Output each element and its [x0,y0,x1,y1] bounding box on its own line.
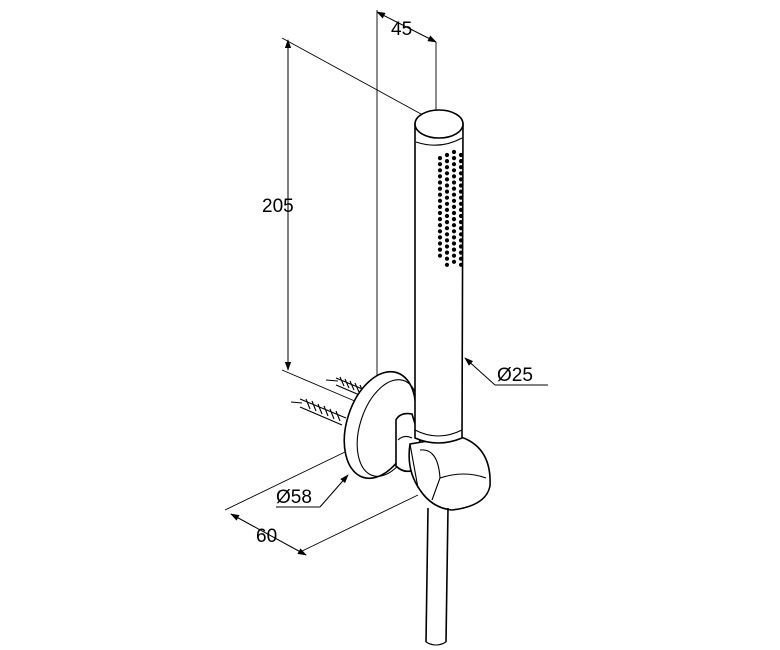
nozzle-dot [437,235,443,240]
extension-line-60-right [297,494,419,554]
nozzle-dot [458,232,464,237]
nozzle-dot [437,186,443,191]
nozzle-dot [458,201,464,206]
dimension-line-45 [376,11,437,43]
extension-line-205-top [281,37,433,121]
nozzle-dot [451,156,457,161]
nozzle-dot [444,213,450,219]
leader-line-d58 [319,474,349,508]
nozzle-dot [451,241,457,246]
nozzle-dot [437,241,443,246]
nozzle-dot [444,226,450,231]
nozzle-dot [451,259,457,264]
nozzle-dot [451,180,457,185]
nozzle-dot [458,152,464,158]
nozzle-dot [437,168,443,173]
nozzle-dot [458,220,464,225]
leader-line-d25 [464,357,496,386]
nozzle-dot [437,229,443,234]
dimension-label-d58: Ø58 [276,487,312,508]
nozzle-dot [444,195,450,200]
nozzle-dot [437,217,443,222]
nozzle-dot [437,204,443,209]
shower-hose [425,507,449,646]
nozzle-dot [458,207,464,212]
nozzle-dot [451,217,457,222]
nozzle-dot [458,177,464,182]
nozzle-dot [437,210,443,216]
lower-screw [290,398,347,426]
dimension-205: 205 [262,37,433,403]
nozzle-dot [458,244,464,249]
nozzle-dot [444,250,450,255]
handle-holder [408,435,491,511]
nozzle-dot [451,168,457,173]
nozzle-dot [444,220,450,225]
dimension-d58: Ø58 [276,474,349,508]
dimension-label-45: 45 [391,19,412,40]
dimension-label-d25: Ø25 [497,365,533,386]
nozzle-dot [458,226,464,231]
spray-nozzles [437,149,464,267]
nozzle-dot [451,223,457,228]
dimension-label-60: 60 [256,526,277,547]
nozzle-dot [444,201,450,206]
nozzle-dot [444,207,450,212]
nozzle-dot [444,232,450,237]
nozzle-dot [444,165,450,170]
wall-screws [290,376,373,426]
nozzle-dot [458,238,464,243]
nozzle-dot [458,195,464,200]
nozzle-dot [451,235,457,240]
nozzle-dot [444,171,450,176]
nozzle-dot [451,247,457,252]
nozzle-dot [437,180,443,185]
nozzle-dot [451,174,457,179]
hand-shower [414,109,464,444]
nozzle-dot [437,223,443,228]
nozzle-dot [444,244,450,249]
nozzle-dot [437,253,443,258]
nozzle-dot [444,238,450,243]
nozzle-dot [437,156,443,161]
nozzle-dot [444,152,450,158]
nozzle-dot [437,192,443,197]
dimension-label-205: 205 [262,196,294,217]
nozzle-dot [458,262,464,267]
nozzle-dot [444,256,450,261]
nozzle-dot [458,171,464,176]
nozzle-dot [437,174,443,179]
nozzle-dot [458,213,464,219]
nozzle-dot [451,192,457,197]
dimension-60: 60 [224,451,419,556]
nozzle-dot [444,183,450,188]
nozzle-dot [451,210,457,216]
nozzle-dot [444,159,450,164]
nozzle-dot [458,189,464,194]
dimension-d25: Ø25 [464,357,548,386]
nozzle-dot [437,247,443,252]
nozzle-dot [437,198,443,203]
dimension-45: 45 [376,10,437,375]
nozzle-dot [458,183,464,188]
nozzle-dot [444,189,450,194]
nozzle-dot [451,162,457,167]
nozzle-dot [437,162,443,167]
nozzle-dot [451,149,457,155]
nozzle-dot [458,250,464,255]
nozzle-dot [451,198,457,203]
nozzle-dot [451,186,457,191]
nozzle-dot [444,177,450,182]
extension-line-205-bottom [281,369,358,403]
nozzle-dot [444,262,450,267]
nozzle-dot [451,253,457,258]
extension-line-60-left [224,451,346,511]
dimension-line-60 [230,513,307,556]
nozzle-dot [458,165,464,170]
nozzle-dot [458,159,464,164]
nozzle-dot [451,229,457,234]
nozzle-dot [451,204,457,209]
nozzle-dot [458,256,464,261]
